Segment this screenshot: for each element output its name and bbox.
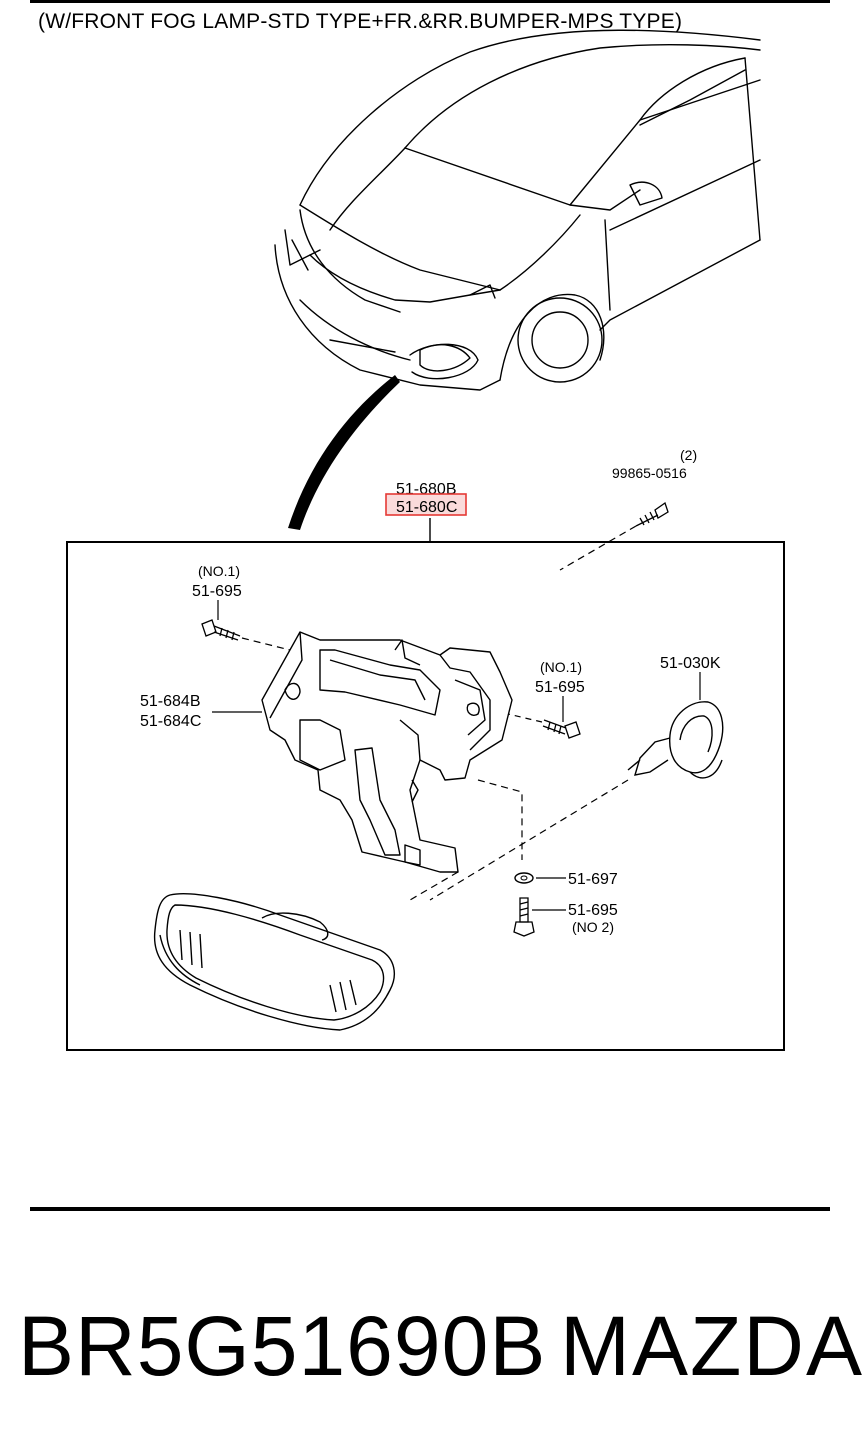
label-no1-a: (NO.1) [198, 563, 240, 579]
bracket-assembly [261, 631, 513, 873]
bolt-icon [201, 619, 241, 641]
label-screw-qty: (2) [680, 447, 697, 463]
label-51-695-c: 51-695 [568, 902, 618, 919]
car-illustration [274, 29, 761, 391]
detail-frame [66, 541, 785, 1051]
highlight-box [385, 493, 467, 516]
label-51-680C: 51-680C [396, 499, 457, 516]
label-no1-b: (NO.1) [540, 659, 582, 675]
label-no2: (NO 2) [572, 919, 614, 935]
dash-screw [559, 525, 637, 571]
washer-icon [514, 872, 534, 884]
bottom-rule [30, 1207, 830, 1211]
label-51-684C: 51-684C [140, 713, 201, 730]
label-99865-0516: 99865-0516 [612, 465, 687, 481]
bolt-icon [513, 897, 535, 937]
bolt-icon [542, 719, 581, 739]
label-51-695-a: 51-695 [192, 583, 242, 600]
diagram-header: (W/FRONT FOG LAMP-STD TYPE+FR.&RR.BUMPER… [38, 10, 683, 33]
label-51-697: 51-697 [568, 871, 618, 888]
brand-name: MAZDA [560, 1299, 864, 1393]
pointer-arrow [288, 375, 400, 530]
label-51-695-b: 51-695 [535, 679, 585, 696]
fog-lamp-icon [153, 893, 396, 1031]
label-51-030K: 51-030K [660, 655, 721, 672]
part-number: BR5G51690B [18, 1299, 547, 1393]
label-51-684B: 51-684B [140, 693, 201, 710]
exploded-parts-diagram: 51-680B 51-680C (2) 99865-0516 (NO.1) 51… [66, 29, 785, 1051]
top-rule [30, 0, 830, 3]
bulb-icon [627, 701, 724, 779]
screw-icon [635, 501, 669, 527]
